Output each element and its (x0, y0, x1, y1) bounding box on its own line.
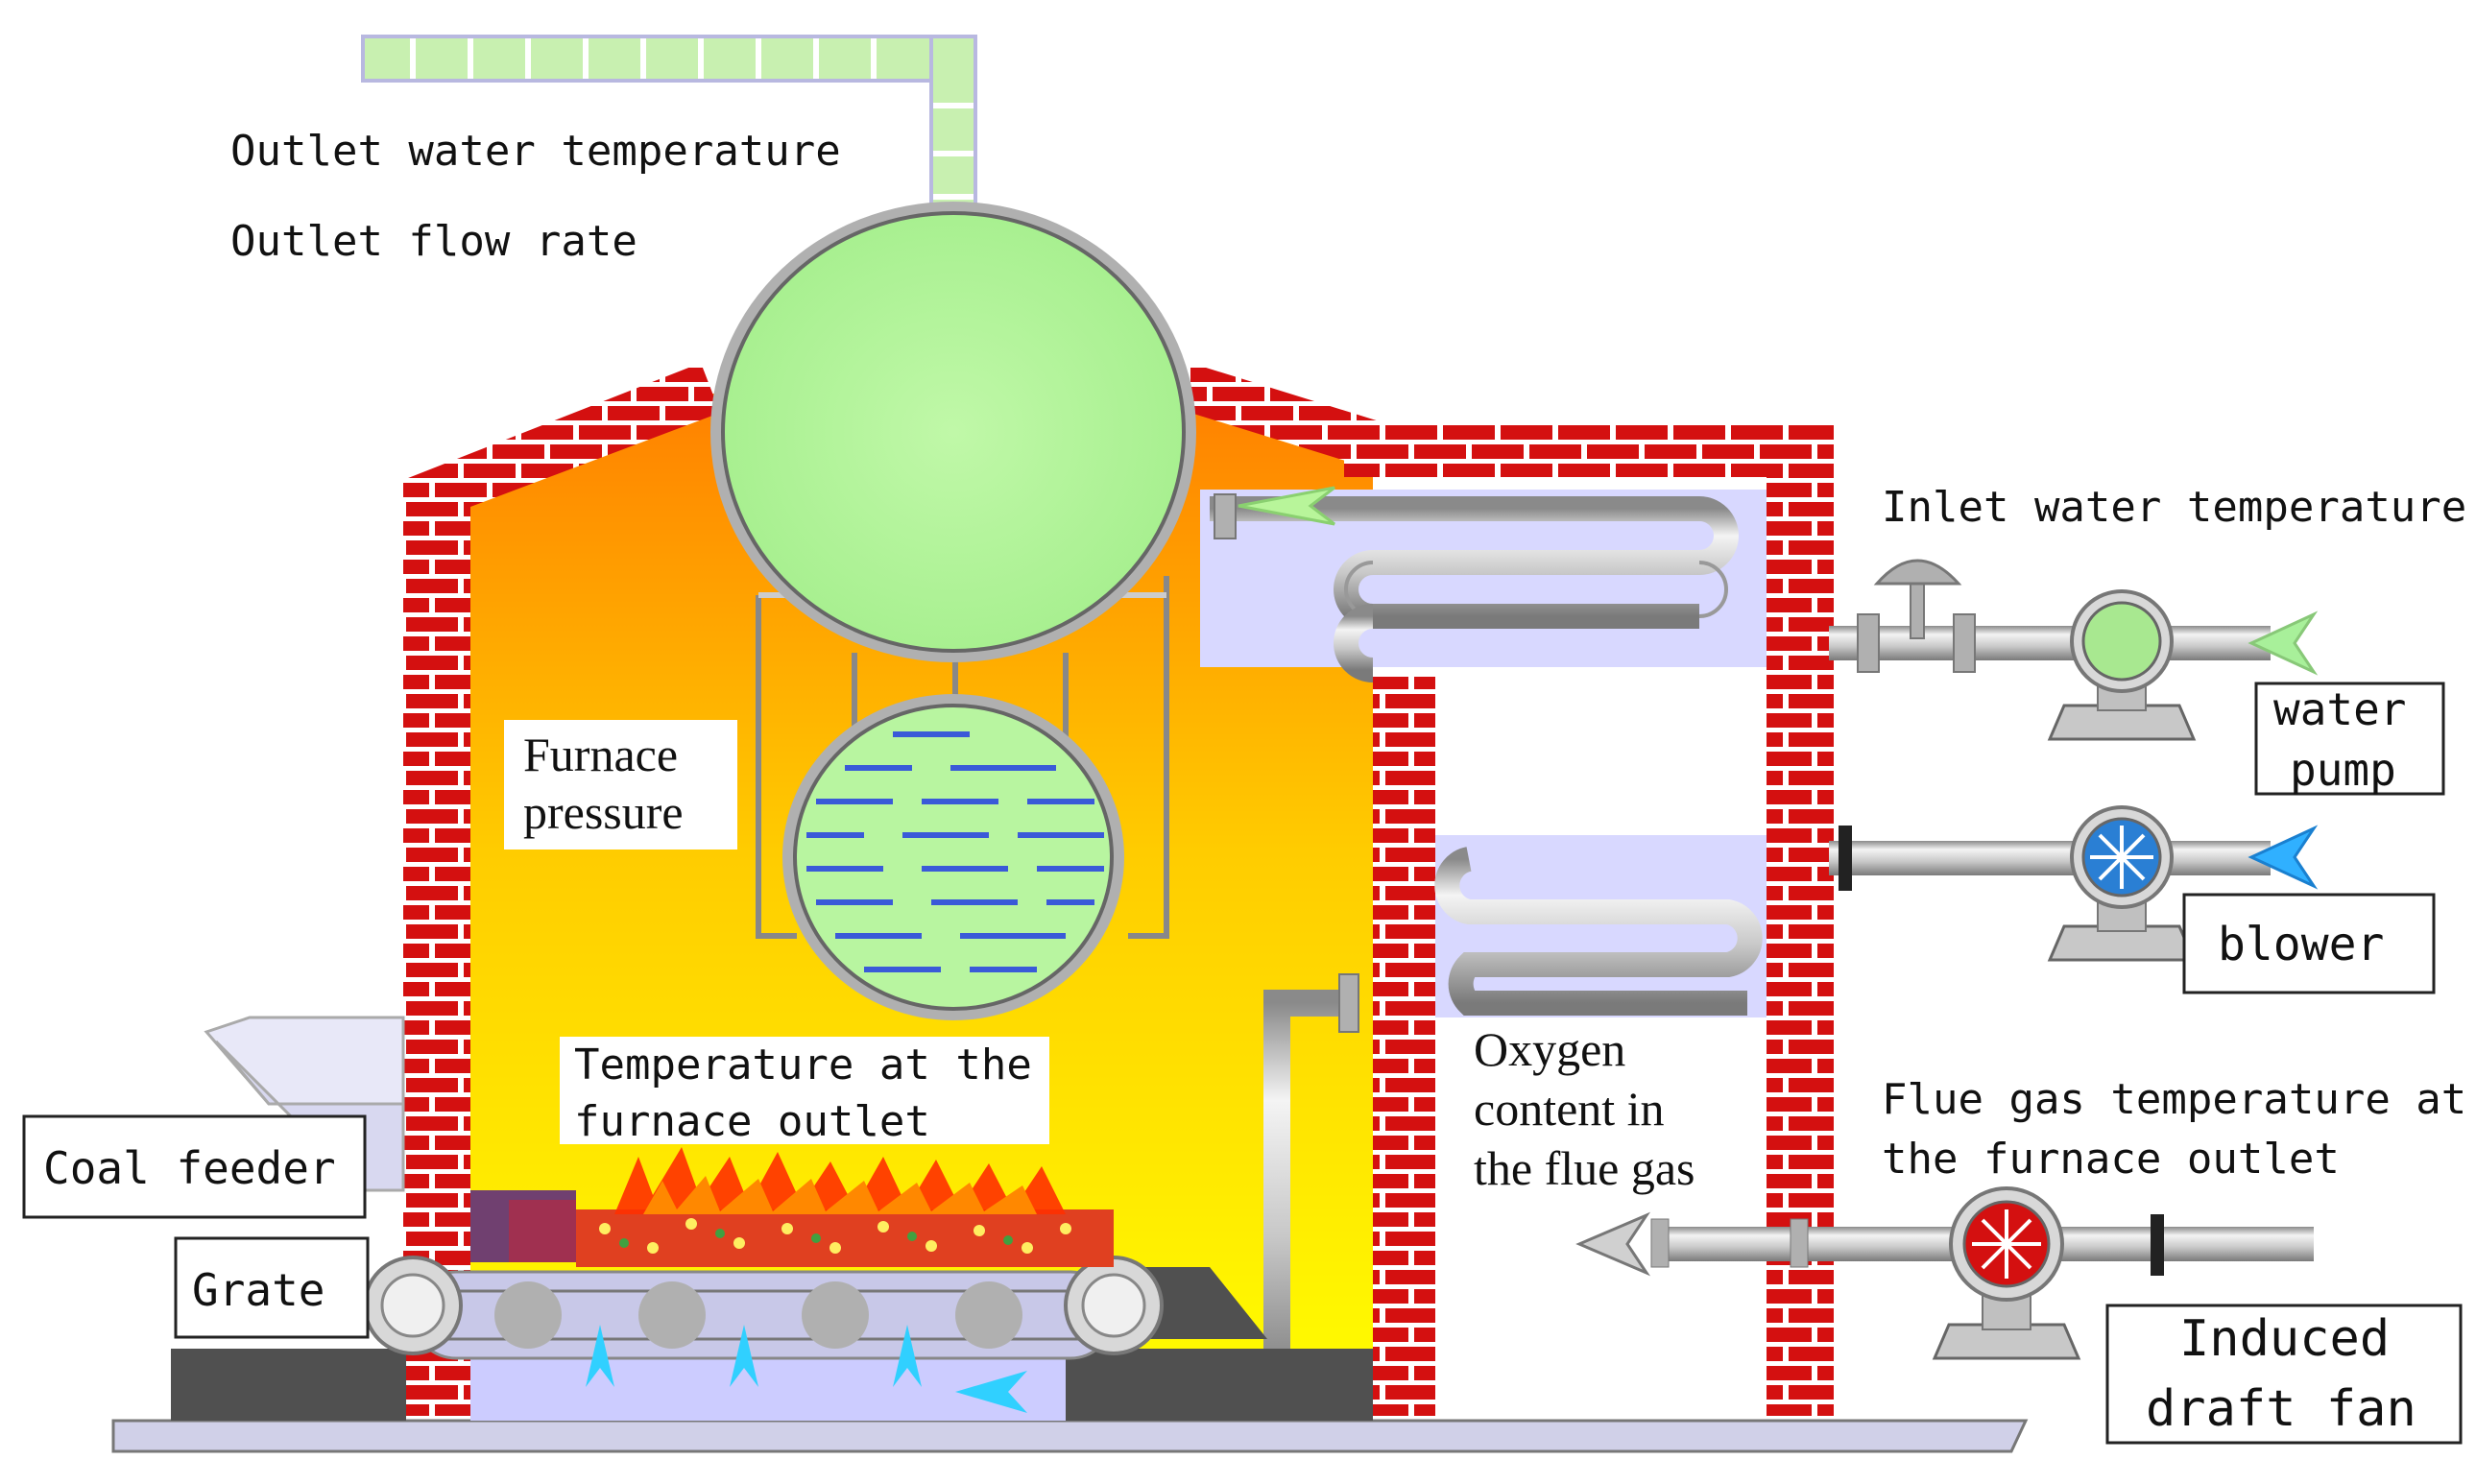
ground-base (111, 1419, 2029, 1453)
water-flow-arrow-icon (1238, 486, 1335, 526)
svg-text:Inlet water temperature: Inlet water temperature (1882, 483, 2466, 532)
label-furnace-pressure: Furnace pressure (504, 720, 737, 850)
outlet-pipe (361, 35, 977, 230)
label-flue-gas-temperature: Flue gas temperature at the furnace outl… (1882, 1075, 2466, 1184)
svg-text:Outlet flow rate: Outlet flow rate (230, 217, 637, 266)
label-blower: blower (2182, 893, 2436, 994)
flame-icon (614, 1147, 1066, 1214)
svg-text:furnace outlet: furnace outlet (574, 1097, 930, 1146)
svg-text:Coal feeder: Coal feeder (43, 1142, 336, 1194)
air-inlet-arrow-icon (2248, 825, 2319, 890)
label-outlet-water-temperature: Outlet water temperature (230, 127, 841, 176)
grate-roller-icon (363, 1256, 1164, 1355)
coal-bed (470, 1190, 1114, 1267)
blower-line (1829, 826, 2271, 891)
inlet-water-line (1829, 613, 2271, 673)
label-temperature-furnace-outlet: Temperature at the furnace outlet (560, 1037, 1049, 1146)
svg-text:blower: blower (2218, 918, 2384, 971)
svg-text:Furnace: Furnace (523, 728, 678, 781)
label-induced-draft-fan: Induced draft fan (2105, 1304, 2463, 1445)
flue-gas-outlet-arrow-icon (1575, 1211, 1651, 1277)
steam-drum (710, 202, 1196, 662)
svg-text:the furnace outlet: the furnace outlet (1882, 1135, 2340, 1184)
svg-text:Flue gas temperature at: Flue gas temperature at (1882, 1075, 2466, 1124)
water-pump-icon (2047, 589, 2197, 741)
induced-draft-fan-icon (1932, 1186, 2081, 1360)
svg-text:pressure: pressure (523, 785, 684, 839)
svg-text:Temperature at the: Temperature at the (574, 1041, 1032, 1089)
label-oxygen-content: Oxygen content in the flue gas (1474, 1022, 1695, 1195)
valve-icon (1873, 559, 1962, 639)
air-preheater-coil (1434, 835, 1843, 1017)
water-drum (782, 694, 1124, 1020)
svg-text:Grate: Grate (192, 1264, 325, 1316)
label-inlet-water-temperature: Inlet water temperature (1882, 483, 2466, 532)
label-water-pump: water pump (2254, 682, 2445, 796)
svg-text:Oxygen: Oxygen (1474, 1022, 1625, 1076)
svg-text:content in: content in (1474, 1082, 1665, 1136)
svg-text:pump: pump (2290, 744, 2396, 796)
economizer-coil (1200, 490, 1863, 682)
svg-text:water: water (2273, 683, 2406, 735)
svg-text:Outlet water temperature: Outlet water temperature (230, 127, 841, 176)
water-inlet-arrow-icon (2248, 610, 2319, 676)
blower-icon (2047, 805, 2197, 962)
svg-text:draft fan: draft fan (2146, 1380, 2416, 1438)
air-flow-arrow-icon (586, 1325, 1027, 1413)
label-grate: Grate (174, 1236, 370, 1339)
label-outlet-flow-rate: Outlet flow rate (230, 217, 637, 266)
svg-text:Induced: Induced (2179, 1310, 2390, 1368)
svg-text:the flue gas: the flue gas (1474, 1141, 1695, 1195)
label-coal-feeder: Coal feeder (22, 1114, 367, 1219)
